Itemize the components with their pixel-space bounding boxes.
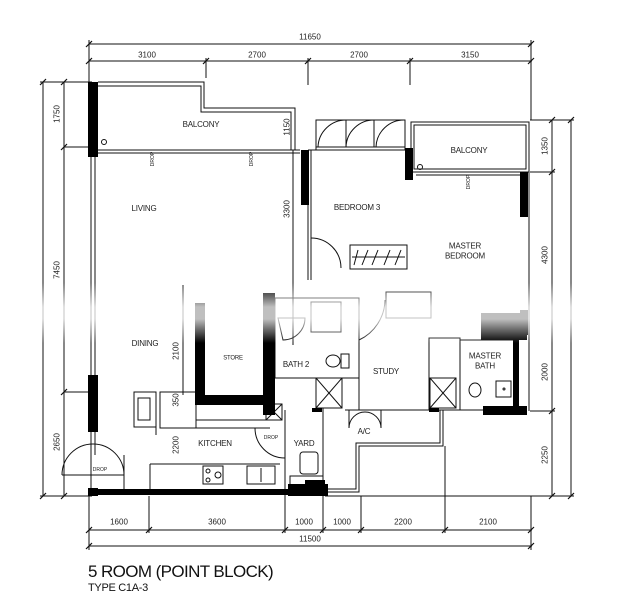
dim-living-depth: 3300 [282, 200, 292, 218]
plan-title: 5 ROOM (POINT BLOCK) [88, 562, 274, 581]
plan-subtitle: TYPE C1A-3 [88, 582, 148, 594]
room-master-bedroom: MASTER BEDROOM [445, 241, 485, 260]
room-balcony-right: BALCONY [450, 146, 488, 156]
dim-right-3: 2000 [540, 363, 550, 381]
room-study: STUDY [372, 367, 400, 377]
dim-dining-depth: 2100 [171, 342, 181, 360]
room-balcony-left: BALCONY [182, 120, 220, 130]
dim-bottom-2: 3600 [208, 517, 226, 527]
dim-left-total: 7450 [52, 261, 62, 279]
dim-top-2: 2700 [248, 50, 266, 60]
drop-mark: DROP [263, 435, 279, 441]
dim-top-4: 3150 [461, 50, 479, 60]
dim-right-1: 1350 [540, 137, 550, 155]
structural-walls [88, 82, 528, 496]
dim-top-1: 3100 [138, 50, 156, 60]
room-ac-ledge: A/C [357, 427, 371, 437]
dim-small: 350 [171, 393, 181, 407]
dim-kitchen-depth: 2200 [171, 436, 181, 454]
dim-bottom-6: 2100 [479, 517, 497, 527]
dim-right-4: 2250 [540, 446, 550, 464]
drop-mark: DROP [249, 151, 255, 167]
dim-top-3: 2700 [350, 50, 368, 60]
dim-left-1: 1750 [52, 105, 62, 123]
dim-bottom-1: 1600 [110, 517, 128, 527]
room-living: LIVING [131, 204, 157, 214]
dim-left-2: 2650 [52, 433, 62, 451]
room-master-bath: MASTER BATH [468, 351, 502, 370]
dim-balcony-depth: 1150 [282, 118, 292, 136]
room-bedroom-3: BEDROOM 3 [333, 203, 381, 213]
dim-bottom-4: 1000 [333, 517, 351, 527]
dim-bottom-total: 11500 [299, 534, 321, 544]
room-dining: DINING [131, 339, 159, 349]
dim-right-2: 4300 [540, 246, 550, 264]
dim-top-total: 11650 [299, 32, 321, 42]
drop-mark: DROP [466, 174, 472, 190]
dim-bottom-3: 1000 [295, 517, 313, 527]
room-store: STORE [223, 355, 243, 362]
drop-mark: DROP [150, 151, 156, 167]
room-yard: YARD [293, 439, 315, 449]
room-bath-2: BATH 2 [282, 360, 310, 370]
drop-mark: DROP [92, 467, 108, 473]
room-kitchen: KITCHEN [198, 439, 232, 449]
dim-bottom-5: 2200 [394, 517, 412, 527]
